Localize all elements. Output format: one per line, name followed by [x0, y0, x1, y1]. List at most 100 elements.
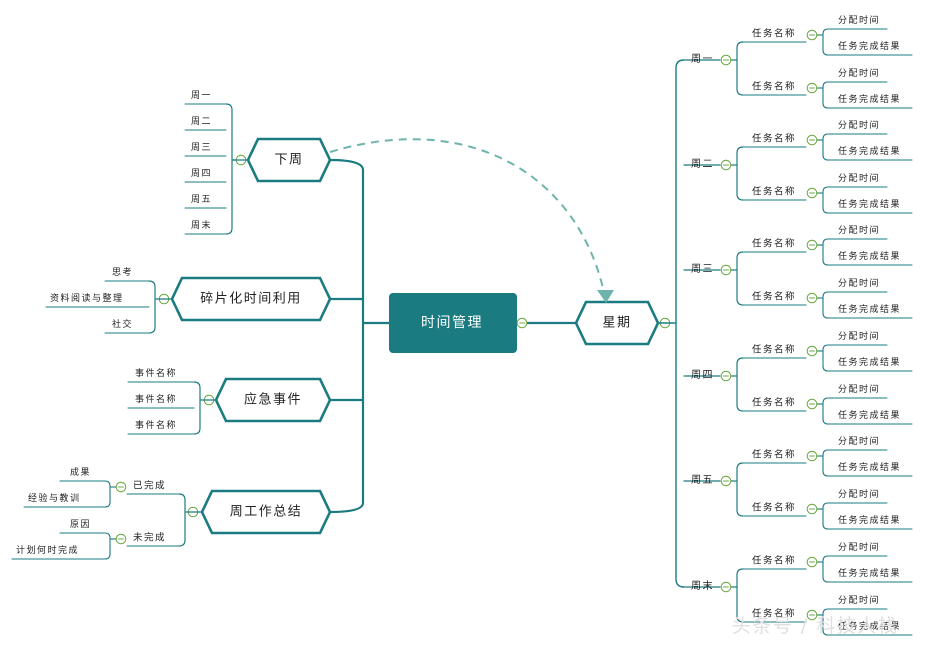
collapse-toggle-icon[interactable] [720, 54, 732, 66]
sub-item-label[interactable]: 任务完成结果 [838, 145, 901, 157]
sub-item-label[interactable]: 分配时间 [838, 119, 880, 131]
fragments-item-label[interactable]: 资料阅读与整理 [50, 292, 124, 304]
collapse-toggle-icon[interactable] [806, 556, 818, 568]
task-name-label[interactable]: 任务名称 [752, 397, 796, 409]
collapse-toggle-icon[interactable] [720, 264, 732, 276]
collapse-toggle-icon[interactable] [806, 345, 818, 357]
next-week-node-label[interactable]: 下周 [274, 153, 303, 168]
collapse-toggle-icon[interactable] [806, 29, 818, 41]
next-week-item-label[interactable]: 周二 [191, 116, 212, 127]
week-node[interactable] [574, 300, 660, 346]
summary-group-label[interactable]: 未完成 [133, 532, 166, 544]
fragments-bracket [148, 280, 156, 334]
task-bracket-line [736, 568, 744, 623]
collapse-toggle-icon[interactable] [720, 475, 732, 487]
task-name-label[interactable]: 任务名称 [752, 449, 796, 461]
summary-item-label[interactable]: 计划何时完成 [16, 544, 79, 556]
collapse-toggle-icon[interactable] [806, 503, 818, 515]
sub-item-label[interactable]: 任务完成结果 [838, 409, 901, 421]
task-name-label[interactable]: 任务名称 [752, 608, 796, 620]
summary-node-label[interactable]: 周工作总结 [230, 505, 303, 520]
collapse-toggle-icon[interactable] [516, 317, 528, 329]
sub-item-label[interactable]: 任务完成结果 [838, 356, 901, 368]
summary-item-label[interactable]: 原因 [70, 519, 91, 530]
sub-item-label[interactable]: 分配时间 [838, 541, 880, 553]
sub-bracket-line [822, 344, 829, 372]
sub-bracket-line [822, 291, 829, 319]
emergency-item-label[interactable]: 事件名称 [135, 367, 177, 379]
summary-bracket [178, 493, 186, 547]
next-week-item-label[interactable]: 周末 [191, 219, 212, 231]
summary-item-label[interactable]: 成果 [70, 466, 91, 478]
next-week-item-label[interactable]: 周三 [191, 142, 212, 153]
sub-item-label[interactable]: 分配时间 [838, 14, 880, 26]
sub-item-label[interactable]: 任务完成结果 [838, 620, 901, 632]
day-label[interactable]: 周一 [691, 53, 714, 65]
task-name-label[interactable]: 任务名称 [752, 502, 796, 514]
collapse-toggle-icon[interactable] [806, 450, 818, 462]
sub-item-label[interactable]: 任务完成结果 [838, 198, 901, 210]
next-week-item-label[interactable]: 周四 [191, 168, 212, 179]
sub-item-label[interactable]: 分配时间 [838, 224, 880, 236]
collapse-toggle-icon[interactable] [806, 134, 818, 146]
collapse-toggle-icon[interactable] [115, 481, 127, 493]
task-name-label[interactable]: 任务名称 [752, 28, 796, 40]
emergency-node-label[interactable]: 应急事件 [244, 392, 302, 408]
sub-item-label[interactable]: 分配时间 [838, 435, 880, 447]
watermark[interactable]: 头条号 / 科技人栈 [732, 615, 898, 637]
day-trunk-line [675, 59, 685, 588]
collapse-toggle-icon[interactable] [806, 187, 818, 199]
next-week-item-label[interactable]: 周五 [191, 194, 212, 205]
fragments-item-label[interactable]: 社交 [112, 318, 133, 330]
collapse-toggle-icon[interactable] [720, 370, 732, 382]
collapse-toggle-icon[interactable] [806, 292, 818, 304]
task-name-label[interactable]: 任务名称 [752, 555, 796, 567]
sub-item-label[interactable]: 分配时间 [838, 488, 880, 500]
sub-item-label[interactable]: 任务完成结果 [838, 93, 901, 105]
collapse-toggle-icon[interactable] [720, 159, 732, 171]
collapse-toggle-icon[interactable] [806, 609, 818, 621]
emergency-item-label[interactable]: 事件名称 [135, 393, 177, 405]
sub-item-label[interactable]: 分配时间 [838, 67, 880, 79]
task-name-label[interactable]: 任务名称 [752, 186, 796, 198]
summary-item-label[interactable]: 经验与教训 [28, 492, 81, 504]
sub-item-label[interactable]: 任务完成结果 [838, 461, 901, 473]
collapse-toggle-icon[interactable] [806, 398, 818, 410]
collapse-toggle-icon[interactable] [806, 82, 818, 94]
task-bracket-line [736, 357, 744, 412]
summary-group-label[interactable]: 已完成 [133, 480, 166, 492]
sub-item-label[interactable]: 任务完成结果 [838, 40, 901, 52]
sub-item-label[interactable]: 任务完成结果 [838, 514, 901, 526]
fragments-item-label[interactable]: 思考 [112, 267, 133, 278]
sub-item-label[interactable]: 任务完成结果 [838, 303, 901, 315]
day-label[interactable]: 周三 [691, 263, 714, 275]
day-label[interactable]: 周五 [691, 474, 714, 486]
week-node-label[interactable]: 星期 [602, 316, 631, 331]
sub-item-label[interactable]: 分配时间 [838, 330, 880, 342]
sub-item-label[interactable]: 分配时间 [838, 594, 880, 606]
sub-item-label[interactable]: 任务完成结果 [838, 567, 901, 579]
sub-item-label[interactable]: 分配时间 [838, 277, 880, 289]
sub-bracket-line [822, 608, 829, 636]
task-name-label[interactable]: 任务名称 [752, 81, 796, 93]
task-name-label[interactable]: 任务名称 [752, 344, 796, 356]
task-name-label[interactable]: 任务名称 [752, 133, 796, 145]
collapse-toggle-icon[interactable] [720, 581, 732, 593]
sub-item-label[interactable]: 分配时间 [838, 383, 880, 395]
central-topic[interactable] [389, 293, 517, 353]
task-name-label[interactable]: 任务名称 [752, 238, 796, 250]
emergency-bracket [193, 381, 201, 435]
collapse-toggle-icon[interactable] [115, 533, 127, 545]
collapse-toggle-icon[interactable] [806, 239, 818, 251]
fragments-node-label[interactable]: 碎片化时间利用 [200, 292, 302, 307]
emergency-item-label[interactable]: 事件名称 [135, 419, 177, 431]
sub-item-label[interactable]: 任务完成结果 [838, 250, 901, 262]
sub-item-label[interactable]: 分配时间 [838, 172, 880, 184]
day-label[interactable]: 周四 [691, 369, 714, 381]
central-topic-label[interactable]: 时间管理 [421, 315, 483, 331]
task-name-label[interactable]: 任务名称 [752, 291, 796, 303]
day-label[interactable]: 周二 [691, 158, 714, 170]
next-week-item-label[interactable]: 周一 [191, 90, 212, 101]
day-label[interactable]: 周末 [691, 579, 714, 592]
